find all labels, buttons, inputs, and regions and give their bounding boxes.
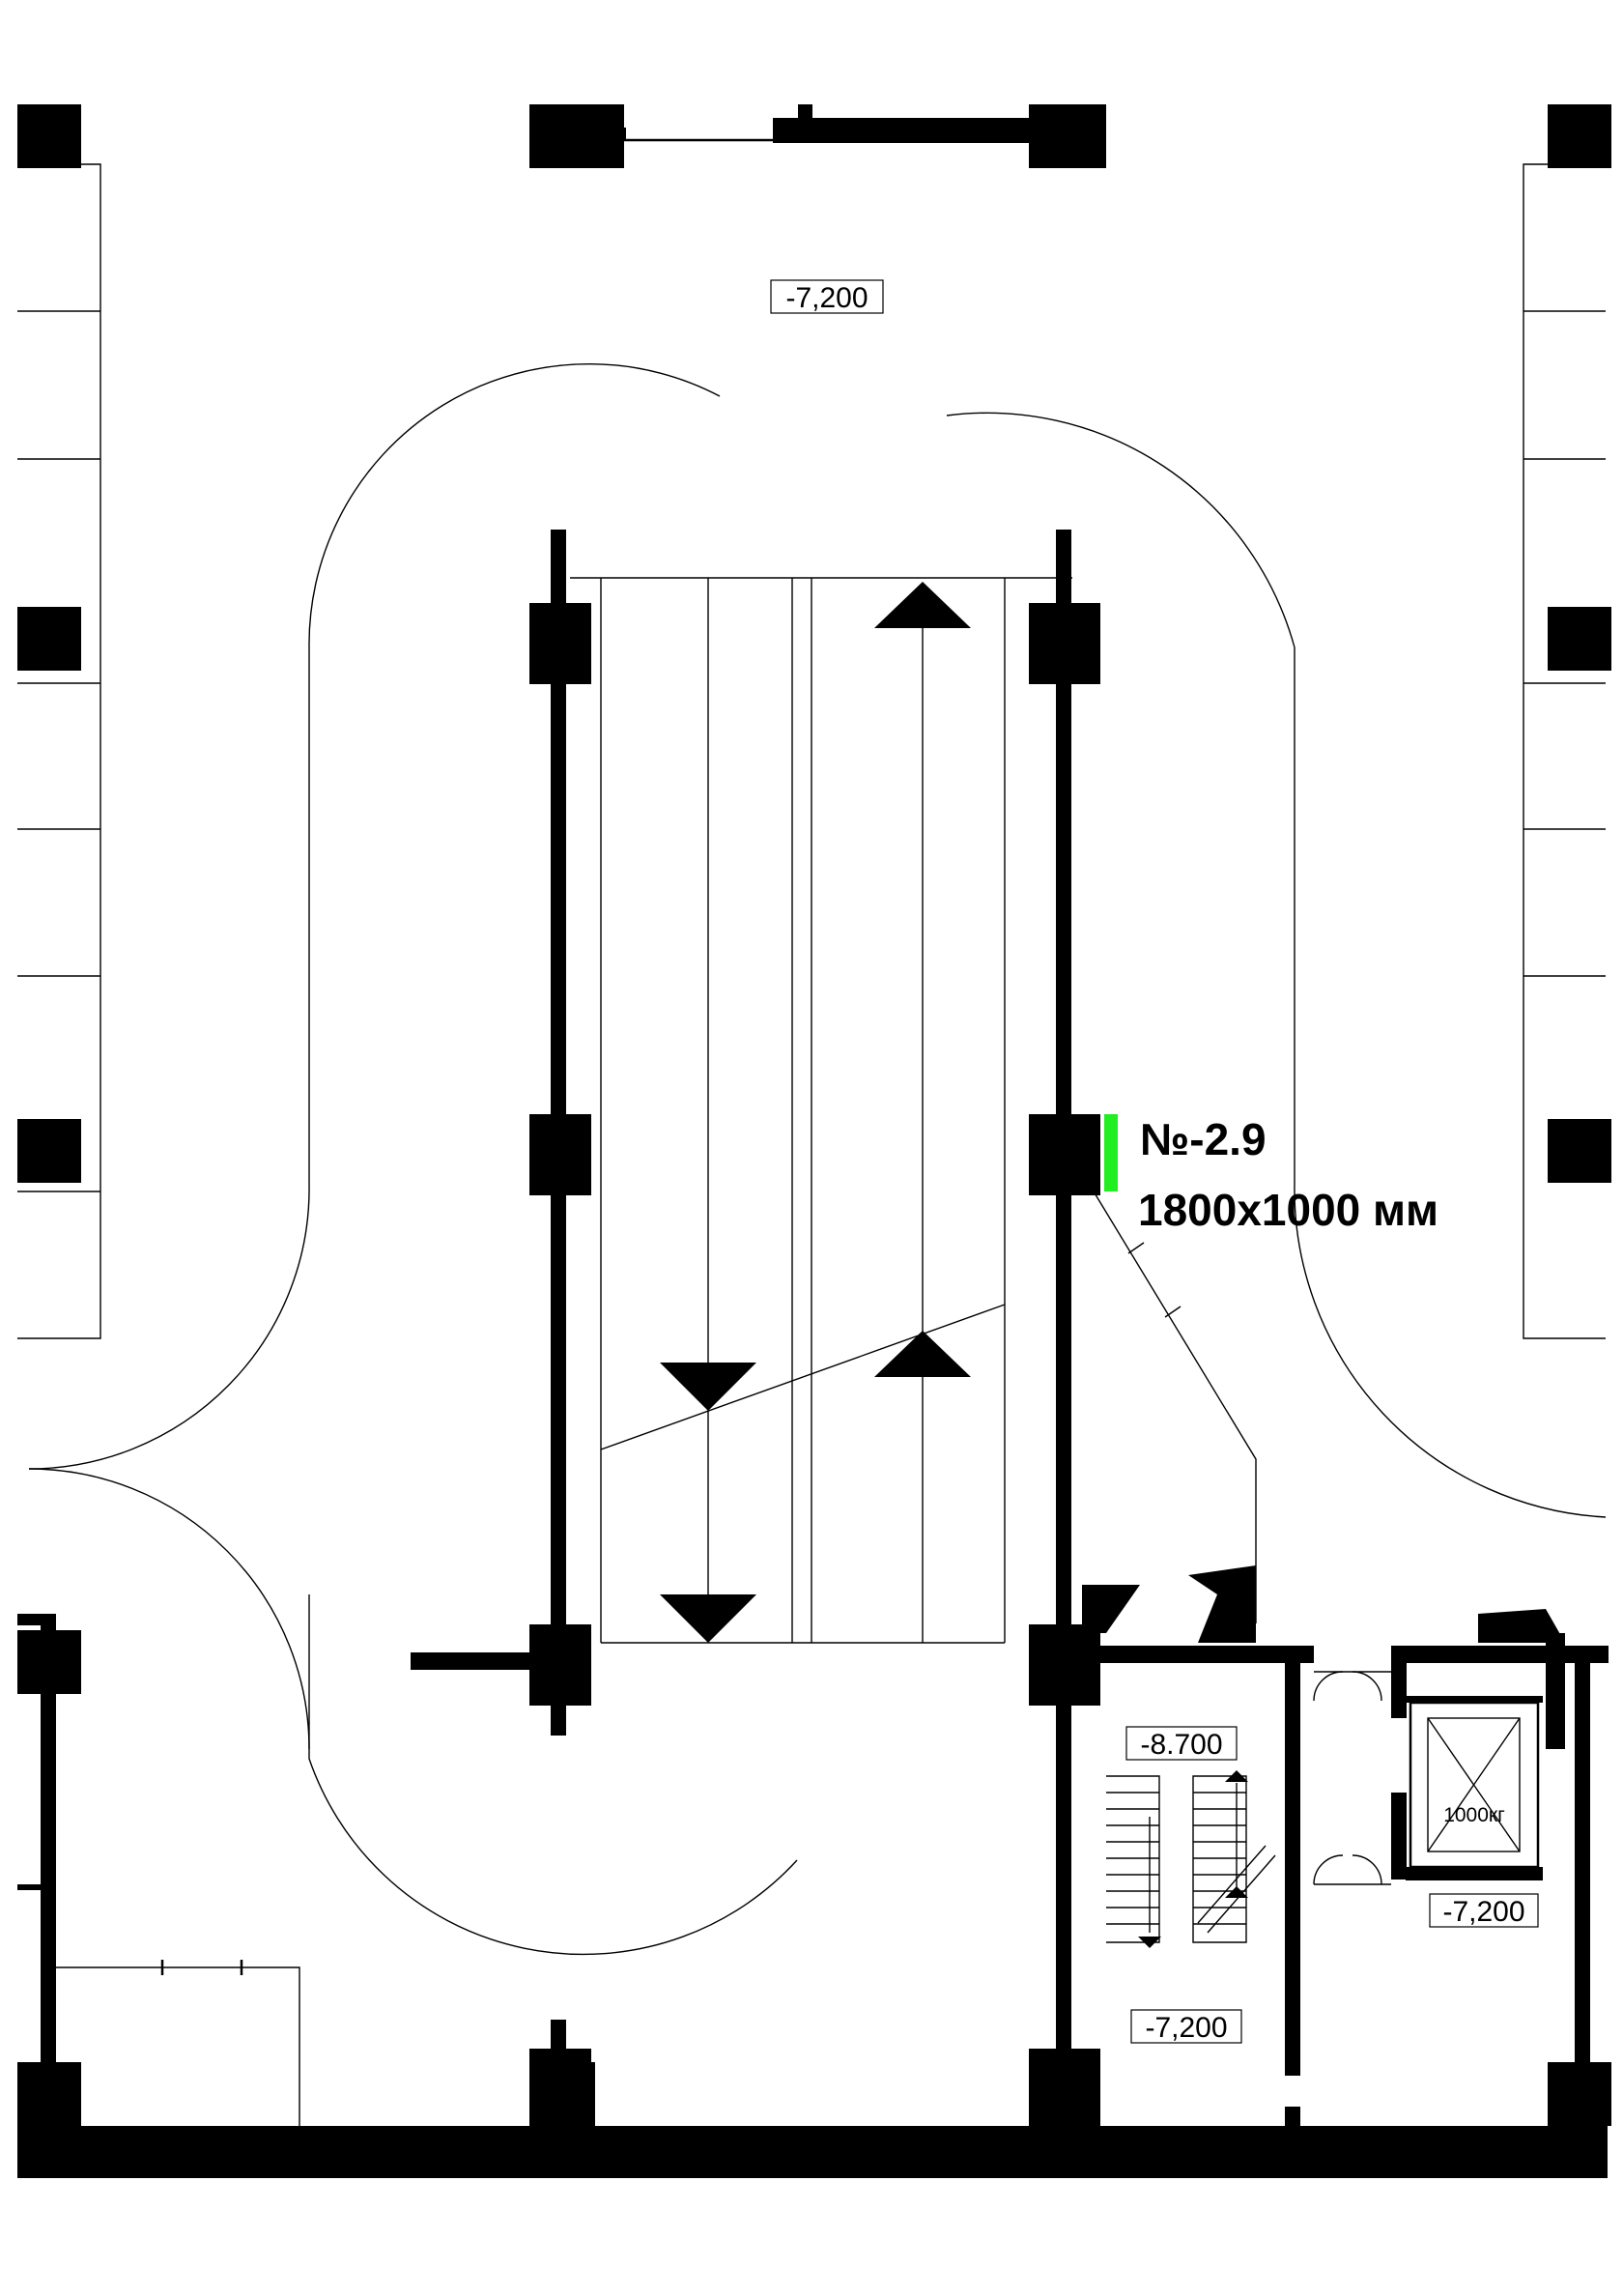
elevator-capacity: 1000кг (1443, 1804, 1505, 1826)
arrow-down-icon (1138, 1937, 1161, 1948)
central-ramp (570, 577, 1072, 1644)
bottom-wall (17, 2126, 1608, 2178)
level-label-stair-lower: -7,200 (1130, 2009, 1242, 2044)
driving-lanes (28, 362, 1607, 1956)
top-wall (529, 104, 1106, 168)
left-lower-wall (17, 1614, 300, 2136)
svg-text:-7,200: -7,200 (785, 282, 868, 314)
arrow-up-icon (874, 1331, 971, 1377)
arrow-up-icon (874, 582, 971, 628)
arrow-down-icon (660, 1594, 756, 1643)
unit-marker (1104, 1114, 1118, 1191)
service-core (1056, 1565, 1609, 2138)
arrow-down-icon (660, 1363, 756, 1411)
unit-number: №-2.9 (1140, 1114, 1267, 1164)
svg-text:-8.700: -8.700 (1140, 1729, 1222, 1761)
arrow-up-icon (1225, 1886, 1248, 1898)
unit-size: 1800х1000 мм (1138, 1185, 1438, 1235)
level-label-top: -7,200 (770, 279, 884, 314)
arrow-up-icon (1225, 1770, 1248, 1782)
structural-columns (17, 104, 1611, 2126)
svg-text:-7,200: -7,200 (1145, 2012, 1227, 2044)
svg-text:-7,200: -7,200 (1442, 1896, 1524, 1928)
ramp-walls (411, 530, 1100, 2136)
ramp-arrows (660, 582, 971, 1643)
level-label-stair-upper: -8.700 (1125, 1726, 1238, 1761)
level-label-elevator-side: -7,200 (1429, 1893, 1539, 1928)
stairs (1106, 1770, 1276, 1948)
